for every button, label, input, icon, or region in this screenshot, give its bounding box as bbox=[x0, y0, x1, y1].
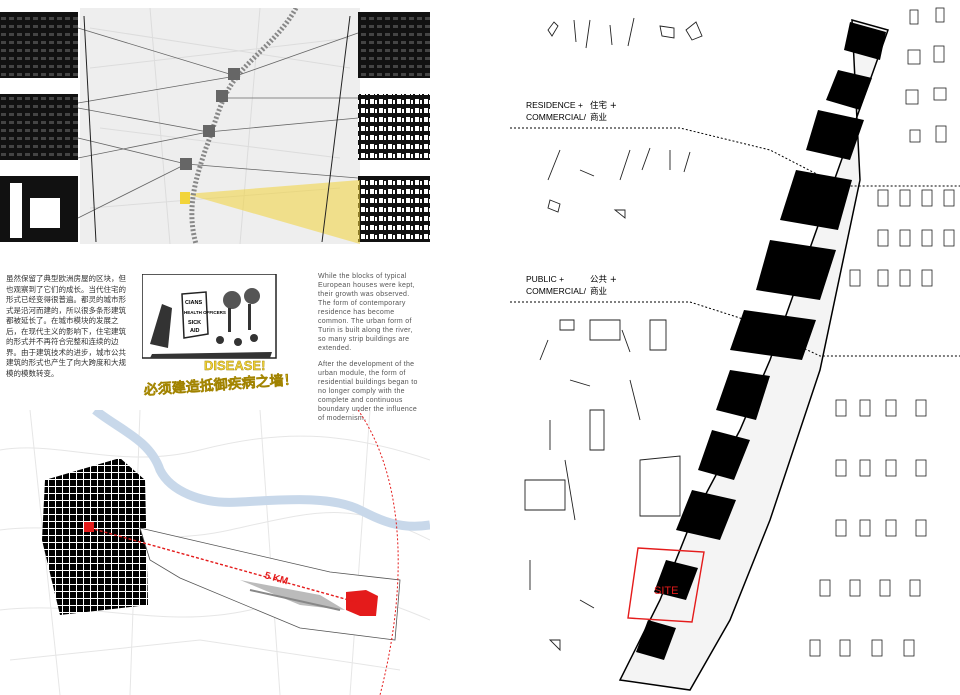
site-label: SITE bbox=[654, 585, 678, 597]
zone-label-public: PUBLIC + 公共 + COMMERCIAL/ 商业 bbox=[526, 274, 617, 297]
svg-text:COMMERCIAL/: COMMERCIAL/ bbox=[526, 286, 587, 296]
node-3 bbox=[203, 125, 215, 137]
poster-sign-word-3: SICK bbox=[188, 320, 201, 326]
distance-line bbox=[89, 527, 357, 603]
zone-label-residence: RESIDENCE + 住宅 + COMMERCIAL/ 商业 bbox=[526, 100, 617, 123]
zone-divider-1 bbox=[510, 127, 960, 187]
strip-buildings bbox=[636, 22, 886, 660]
thumbnail-4 bbox=[358, 12, 430, 78]
english-paragraph-2: After the development of the urban modul… bbox=[318, 361, 418, 422]
poster-sign-word-4: AID bbox=[190, 328, 200, 334]
thumbnail-6 bbox=[358, 176, 430, 242]
view-cone bbox=[186, 180, 360, 244]
radius-arc bbox=[357, 410, 399, 695]
river-analysis-diagram bbox=[0, 8, 430, 244]
svg-text:PUBLIC +: PUBLIC + bbox=[526, 274, 564, 284]
english-description: While the blocks of typical European hou… bbox=[318, 272, 422, 430]
svg-text:商业: 商业 bbox=[590, 286, 607, 297]
thumbnail-2 bbox=[0, 94, 78, 160]
city-map-distance: 5 KM bbox=[0, 410, 430, 695]
chinese-description: 虽然保留了典型欧洲房屋的区块，但也观察到了它们的成长。当代住宅的形式已经变得很普… bbox=[6, 274, 126, 378]
context-blocks bbox=[809, 7, 955, 657]
node-1 bbox=[228, 68, 240, 80]
river bbox=[189, 8, 299, 244]
svg-text:COMMERCIAL/: COMMERCIAL/ bbox=[526, 112, 587, 122]
english-paragraph-1: While the blocks of typical European hou… bbox=[318, 273, 415, 352]
node-4 bbox=[180, 158, 192, 170]
thumbnail-5 bbox=[358, 94, 430, 160]
historic-core bbox=[42, 458, 148, 615]
highlight-marker bbox=[180, 192, 190, 204]
river bbox=[92, 410, 430, 531]
site-boundary bbox=[627, 547, 705, 623]
zone-divider-2 bbox=[510, 301, 960, 357]
node-2 bbox=[216, 90, 228, 102]
origin-marker bbox=[84, 522, 94, 532]
svg-text:RESIDENCE +: RESIDENCE + bbox=[526, 100, 583, 110]
poster-headline-cn: 必须建造抵御疾病之墙！ bbox=[142, 371, 290, 399]
svg-text:住宅 +: 住宅 + bbox=[590, 100, 617, 111]
poster-sign-word-2: HEALTH OFFICERS bbox=[184, 310, 226, 315]
svg-text:公共 +: 公共 + bbox=[590, 275, 617, 285]
poster-headline-en: DISEASE! bbox=[204, 358, 265, 373]
historic-poster: CIANS HEALTH OFFICERS SICK AID DISEASE! … bbox=[142, 274, 290, 399]
poster-sign-word-1: CIANS bbox=[185, 300, 202, 306]
thumbnail-1 bbox=[0, 12, 78, 78]
site-zoning-map: SITE RESIDENCE + 住宅 + COMMERCIAL/ 商业 PUB… bbox=[510, 7, 960, 691]
svg-text:商业: 商业 bbox=[590, 112, 607, 123]
site-marker bbox=[346, 590, 378, 616]
site-corridor bbox=[139, 527, 401, 641]
